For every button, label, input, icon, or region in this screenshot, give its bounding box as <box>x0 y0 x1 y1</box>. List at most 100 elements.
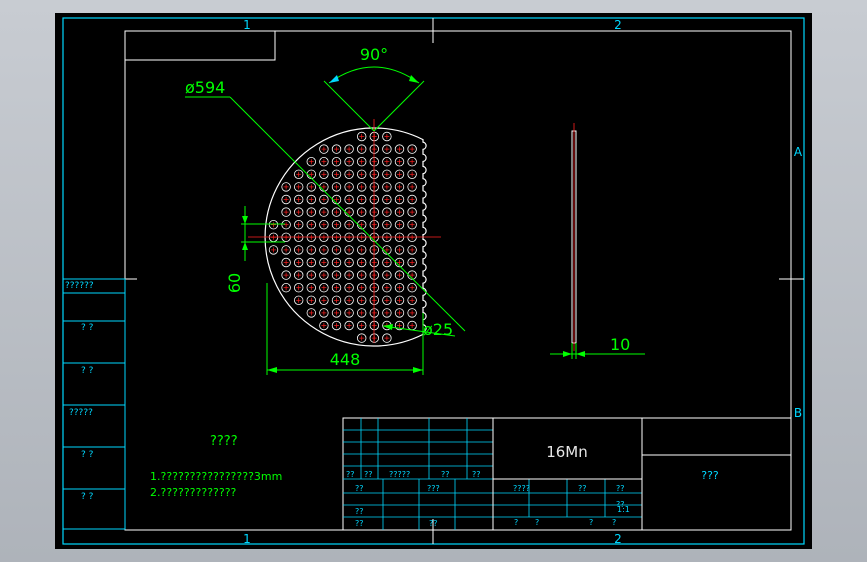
hole <box>382 131 392 142</box>
hole <box>357 308 367 318</box>
hole <box>357 283 367 293</box>
hole <box>319 144 329 154</box>
hole <box>394 194 405 205</box>
hole <box>394 182 405 192</box>
hole <box>382 245 392 255</box>
hole <box>331 295 342 306</box>
tb-row-b-2: ??? <box>427 484 440 493</box>
hole <box>306 182 316 192</box>
hole <box>281 245 291 255</box>
hole <box>319 219 329 230</box>
hole <box>319 295 329 306</box>
width-dimension: 448 <box>330 350 361 369</box>
hole <box>331 144 342 154</box>
hole <box>319 257 329 268</box>
hole <box>407 194 417 205</box>
hole <box>293 169 304 180</box>
hole <box>394 219 405 230</box>
tb-row-d-5: ? <box>589 518 593 527</box>
notes-line-1: 1.????????????????3mm <box>150 470 282 483</box>
tb-row-c-2: ?? <box>616 500 625 509</box>
hole <box>268 219 279 230</box>
hole <box>319 169 329 180</box>
hole <box>281 207 291 217</box>
tb-row-d-3: ? <box>514 518 518 527</box>
drawing-name: ??? <box>701 469 719 482</box>
hole <box>382 194 392 205</box>
hole <box>344 295 354 306</box>
hole <box>357 270 367 280</box>
hole <box>407 182 417 192</box>
zone-label-right-a: A <box>794 145 803 159</box>
tb-row-c-1: ?? <box>355 507 364 516</box>
hole <box>319 308 329 318</box>
hole <box>357 131 367 142</box>
hole <box>306 295 316 306</box>
drawing-canvas: 1 2 1 2 A B ?????? ? ? ? ? ????? ? ? ? ?… <box>62 17 805 546</box>
left-strip-cell-2: ? ? <box>81 323 94 333</box>
outer-border <box>62 17 805 545</box>
hole <box>319 283 329 293</box>
hole <box>281 257 291 268</box>
hole <box>382 182 392 192</box>
hole <box>394 283 405 293</box>
tb-row-b-4: ?? <box>578 484 587 493</box>
dimension-annotations: 90° ø594 60 448 ø25 <box>185 45 466 375</box>
hole <box>319 156 329 167</box>
hole <box>293 194 304 205</box>
height-dimension: 60 <box>225 273 244 293</box>
hole <box>407 257 417 268</box>
tb-row-b-1: ?? <box>355 484 364 493</box>
left-strip-table: ?????? ? ? ? ? ????? ? ? ? ? <box>62 278 126 530</box>
hole <box>357 320 367 331</box>
tb-row-a-3: ????? <box>389 470 410 479</box>
technical-notes: ???? 1.????????????????3mm 2.???????????… <box>150 434 282 499</box>
angle-dimension: 90° <box>360 45 388 64</box>
hole <box>331 182 342 192</box>
angle-arrow-left <box>329 75 339 83</box>
hole <box>394 245 405 255</box>
hole <box>382 295 392 306</box>
angle-arc <box>328 66 420 84</box>
hole <box>407 156 417 167</box>
notes-heading: ???? <box>210 434 238 449</box>
hole <box>344 270 354 280</box>
hole <box>331 156 342 167</box>
hole <box>344 308 354 318</box>
baffle-front-view <box>248 119 441 347</box>
angle-leg-right <box>373 80 425 132</box>
zone-label-bottom-1: 1 <box>243 532 251 546</box>
hole <box>306 283 316 293</box>
hole <box>319 320 329 331</box>
hole-leader <box>382 325 456 337</box>
tb-row-a-2: ?? <box>364 470 373 479</box>
hole <box>407 169 417 180</box>
hole <box>344 320 354 331</box>
tb-row-d-4: ? <box>535 518 539 527</box>
hole <box>306 194 316 205</box>
hole <box>382 144 392 154</box>
tb-row-b-3: ???? <box>513 484 530 493</box>
hole <box>382 270 392 280</box>
hole <box>331 219 342 230</box>
hole <box>331 169 342 180</box>
hole <box>394 320 405 331</box>
hole <box>293 270 304 280</box>
hole <box>382 283 392 293</box>
hole <box>382 169 392 180</box>
hole <box>394 144 405 154</box>
hole <box>382 156 392 167</box>
hole <box>306 156 316 167</box>
hole <box>357 333 367 343</box>
hole <box>344 144 354 154</box>
hole <box>293 283 304 293</box>
hole <box>407 144 417 154</box>
hole-pattern <box>268 131 417 343</box>
hole <box>331 320 342 331</box>
hole <box>394 156 405 167</box>
hole <box>281 182 291 192</box>
baffle-side-view: 10 <box>550 123 645 359</box>
left-strip-cell-6: ? ? <box>81 492 94 502</box>
hole <box>306 308 316 318</box>
zone-label-right-b: B <box>794 406 802 420</box>
